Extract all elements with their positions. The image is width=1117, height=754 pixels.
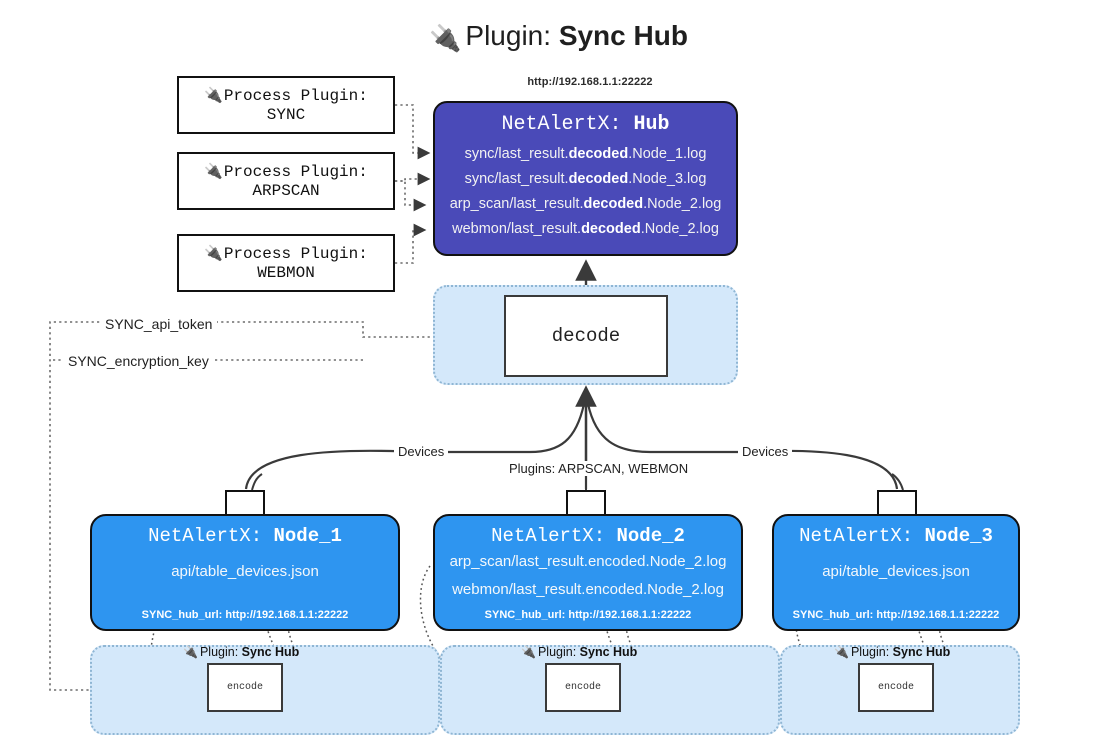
node-2[interactable]: NetAlertX: Node_2 arp_scan/last_result.e… [433,514,743,631]
electric-plug-icon: 🔌 [429,23,462,53]
hub-log-line: webmon/last_result.decoded.Node_2.log [452,221,719,237]
process-plugin-label: Process Plugin: [223,162,368,181]
process-plugin-webmon-name: WEBMON [257,263,315,282]
page-title: 🔌Plugin: Sync Hub [0,16,1117,58]
sync-api-token-label: SYNC_api_token [100,316,218,332]
hub-node[interactable]: NetAlertX: Hub sync/last_result.decoded.… [433,101,738,256]
electric-plug-icon: 🔌 [204,243,223,262]
process-plugin-webmon-line1: 🔌Process Plugin: [204,244,368,264]
process-plugin-label: Process Plugin: [223,86,368,105]
hub-title: NetAlertX: Hub [501,113,669,136]
process-plugin-label: Process Plugin: [223,244,368,263]
process-plugin-arpscan-line1: 🔌Process Plugin: [204,162,368,182]
process-plugin-sync[interactable]: 🔌Process Plugin: SYNC [177,76,395,134]
node-1[interactable]: NetAlertX: Node_1 api/table_devices.json… [90,514,400,631]
electric-plug-icon: 🔌 [204,85,223,104]
edge-label-devices-left: Devices [394,444,449,459]
page-title-strong: Sync Hub [558,20,688,51]
electric-plug-icon: 🔌 [521,645,536,659]
sync-encryption-key-label: SYNC_encryption_key [63,353,214,369]
hub-log-line: arp_scan/last_result.decoded.Node_2.log [449,196,722,212]
node-2-line: webmon/last_result.encoded.Node_2.log [452,581,724,598]
process-plugin-arpscan-name: ARPSCAN [252,181,320,200]
hub-url-label: http://192.168.1.1:22222 [527,76,653,88]
node-2-footer: SYNC_hub_url: http://192.168.1.1:22222 [484,609,692,621]
node-3-line: api/table_devices.json [822,563,970,580]
node-3-footer: SYNC_hub_url: http://192.168.1.1:22222 [792,609,1000,621]
node-1-title: NetAlertX: Node_1 [148,525,342,547]
node-2-title: NetAlertX: Node_2 [491,525,685,547]
encode-box-2[interactable]: encode [545,663,621,712]
hub-log-line: sync/last_result.decoded.Node_1.log [464,146,707,162]
electric-plug-icon: 🔌 [834,645,849,659]
encode-plugin-label-1: 🔌Plugin: Sync Hub [183,645,300,659]
process-plugin-arpscan[interactable]: 🔌Process Plugin: ARPSCAN [177,152,395,210]
encode-plugin-label-3: 🔌Plugin: Sync Hub [834,645,951,659]
edge-label-plugins: Plugins: ARPSCAN, WEBMON [505,461,693,476]
node-1-line: api/table_devices.json [171,563,319,580]
node-1-footer: SYNC_hub_url: http://192.168.1.1:22222 [141,609,349,621]
hub-title-lead: NetAlertX: [501,113,634,136]
hub-log-line: sync/last_result.decoded.Node_3.log [464,171,707,187]
electric-plug-icon: 🔌 [183,645,198,659]
edge-label-devices-right: Devices [738,444,793,459]
process-plugin-sync-line1: 🔌Process Plugin: [204,86,368,106]
encode-plugin-label-2: 🔌Plugin: Sync Hub [521,645,638,659]
node-3-title: NetAlertX: Node_3 [799,525,993,547]
hub-title-strong: Hub [633,113,670,136]
encode-box-1[interactable]: encode [207,663,283,712]
process-plugin-webmon[interactable]: 🔌Process Plugin: WEBMON [177,234,395,292]
node-3[interactable]: NetAlertX: Node_3 api/table_devices.json… [772,514,1020,631]
decode-box[interactable]: decode [504,295,668,377]
electric-plug-icon: 🔌 [204,161,223,180]
node-2-line: arp_scan/last_result.encoded.Node_2.log [449,553,727,570]
process-plugin-sync-name: SYNC [266,105,306,124]
page-title-lead: Plugin: [465,20,559,51]
encode-box-3[interactable]: encode [858,663,934,712]
